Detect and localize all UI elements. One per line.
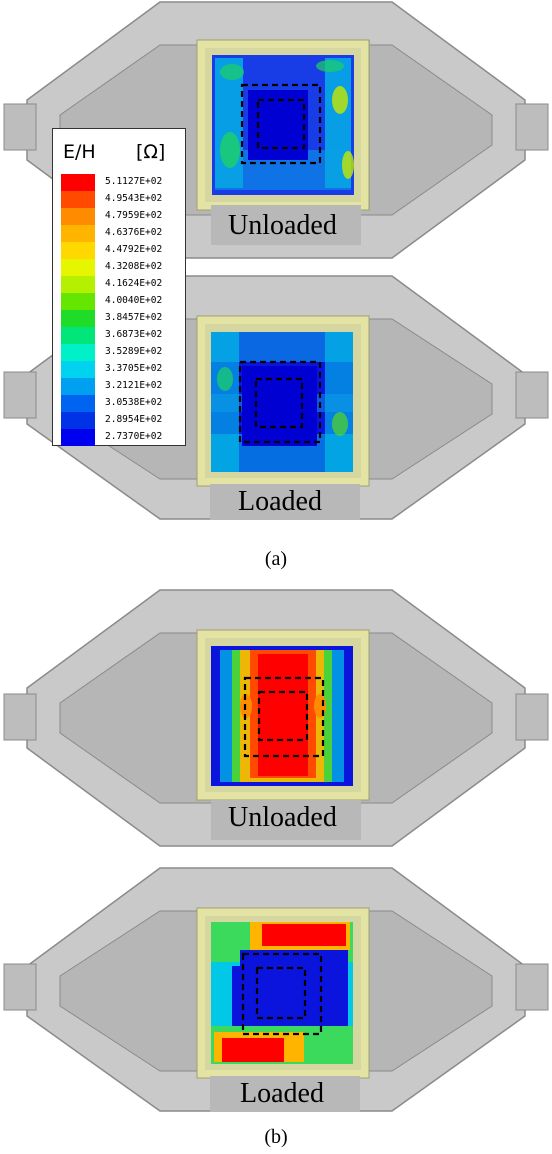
legend-swatch xyxy=(61,225,95,242)
legend-entry: 3.0538E+02 xyxy=(61,395,183,412)
caption-b: (b) xyxy=(264,1126,288,1148)
legend-value: 3.5289E+02 xyxy=(105,346,163,357)
legend-swatch xyxy=(61,344,95,361)
legend-swatch xyxy=(61,378,95,395)
legend-value: 2.8954E+02 xyxy=(105,414,163,425)
legend-swatch xyxy=(61,174,95,191)
legend-entry: 4.0040E+02 xyxy=(61,293,183,310)
field-map xyxy=(211,922,353,1064)
legend-swatch xyxy=(61,361,95,378)
label-b-loaded: Loaded xyxy=(240,1078,324,1109)
legend-entry: 3.8457E+02 xyxy=(61,310,183,327)
legend-value: 3.3705E+02 xyxy=(105,363,163,374)
legend-value: 3.2121E+02 xyxy=(105,380,163,391)
legend-entry: 4.1624E+02 xyxy=(61,276,183,293)
legend-quantity: E/H xyxy=(63,141,96,163)
legend-entry: 3.6873E+02 xyxy=(61,327,183,344)
legend-value: 4.7959E+02 xyxy=(105,210,163,221)
legend-value: 4.3208E+02 xyxy=(105,261,163,272)
legend-swatch xyxy=(61,191,95,208)
legend-swatch xyxy=(61,259,95,276)
legend-entry: 2.7370E+02 xyxy=(61,429,183,446)
legend-value: 4.0040E+02 xyxy=(105,295,163,306)
legend-value: 4.4792E+02 xyxy=(105,244,163,255)
legend-value: 4.1624E+02 xyxy=(105,278,163,289)
legend-swatch xyxy=(61,242,95,259)
label-a-unloaded: Unloaded xyxy=(228,210,337,241)
legend-swatch xyxy=(61,310,95,327)
legend-entry: 3.3705E+02 xyxy=(61,361,183,378)
label-a-loaded: Loaded xyxy=(238,486,322,517)
legend-entry: 4.6376E+02 xyxy=(61,225,183,242)
legend-value: 5.1127E+02 xyxy=(105,176,163,187)
legend-entry: 4.3208E+02 xyxy=(61,259,183,276)
panel-b-loaded: Loaded xyxy=(0,866,552,1116)
legend-value: 4.6376E+02 xyxy=(105,227,163,238)
legend-entry: 5.1127E+02 xyxy=(61,174,183,191)
legend-swatch xyxy=(61,276,95,293)
field-map xyxy=(212,55,354,195)
legend-unit: [Ω] xyxy=(136,141,166,163)
legend-entry: 4.4792E+02 xyxy=(61,242,183,259)
legend-swatch xyxy=(61,327,95,344)
legend-entry: 2.8954E+02 xyxy=(61,412,183,429)
legend-entry: 3.5289E+02 xyxy=(61,344,183,361)
legend-swatch xyxy=(61,395,95,412)
label-b-unloaded: Unloaded xyxy=(228,802,337,833)
legend-value: 4.9543E+02 xyxy=(105,193,163,204)
colorbar-legend: E/H [Ω] 5.1127E+02 4.9543E+02 4.7959E+02 4.… xyxy=(52,128,186,446)
legend-value: 2.7370E+02 xyxy=(105,431,163,442)
panel-b-unloaded: Unloaded xyxy=(0,588,552,850)
legend-entry: 3.2121E+02 xyxy=(61,378,183,395)
legend-swatch xyxy=(61,208,95,225)
legend-entry: 4.9543E+02 xyxy=(61,191,183,208)
legend-value: 3.8457E+02 xyxy=(105,312,163,323)
legend-swatch xyxy=(61,429,95,446)
field-map xyxy=(211,646,353,786)
panel-a-loaded: Loaded xyxy=(0,274,552,524)
legend-value: 3.6873E+02 xyxy=(105,329,163,340)
caption-a: (a) xyxy=(264,548,288,570)
legend-value: 3.0538E+02 xyxy=(105,397,163,408)
field-map xyxy=(211,332,353,472)
legend-entry: 4.7959E+02 xyxy=(61,208,183,225)
legend-swatch xyxy=(61,293,95,310)
legend-swatch xyxy=(61,412,95,429)
